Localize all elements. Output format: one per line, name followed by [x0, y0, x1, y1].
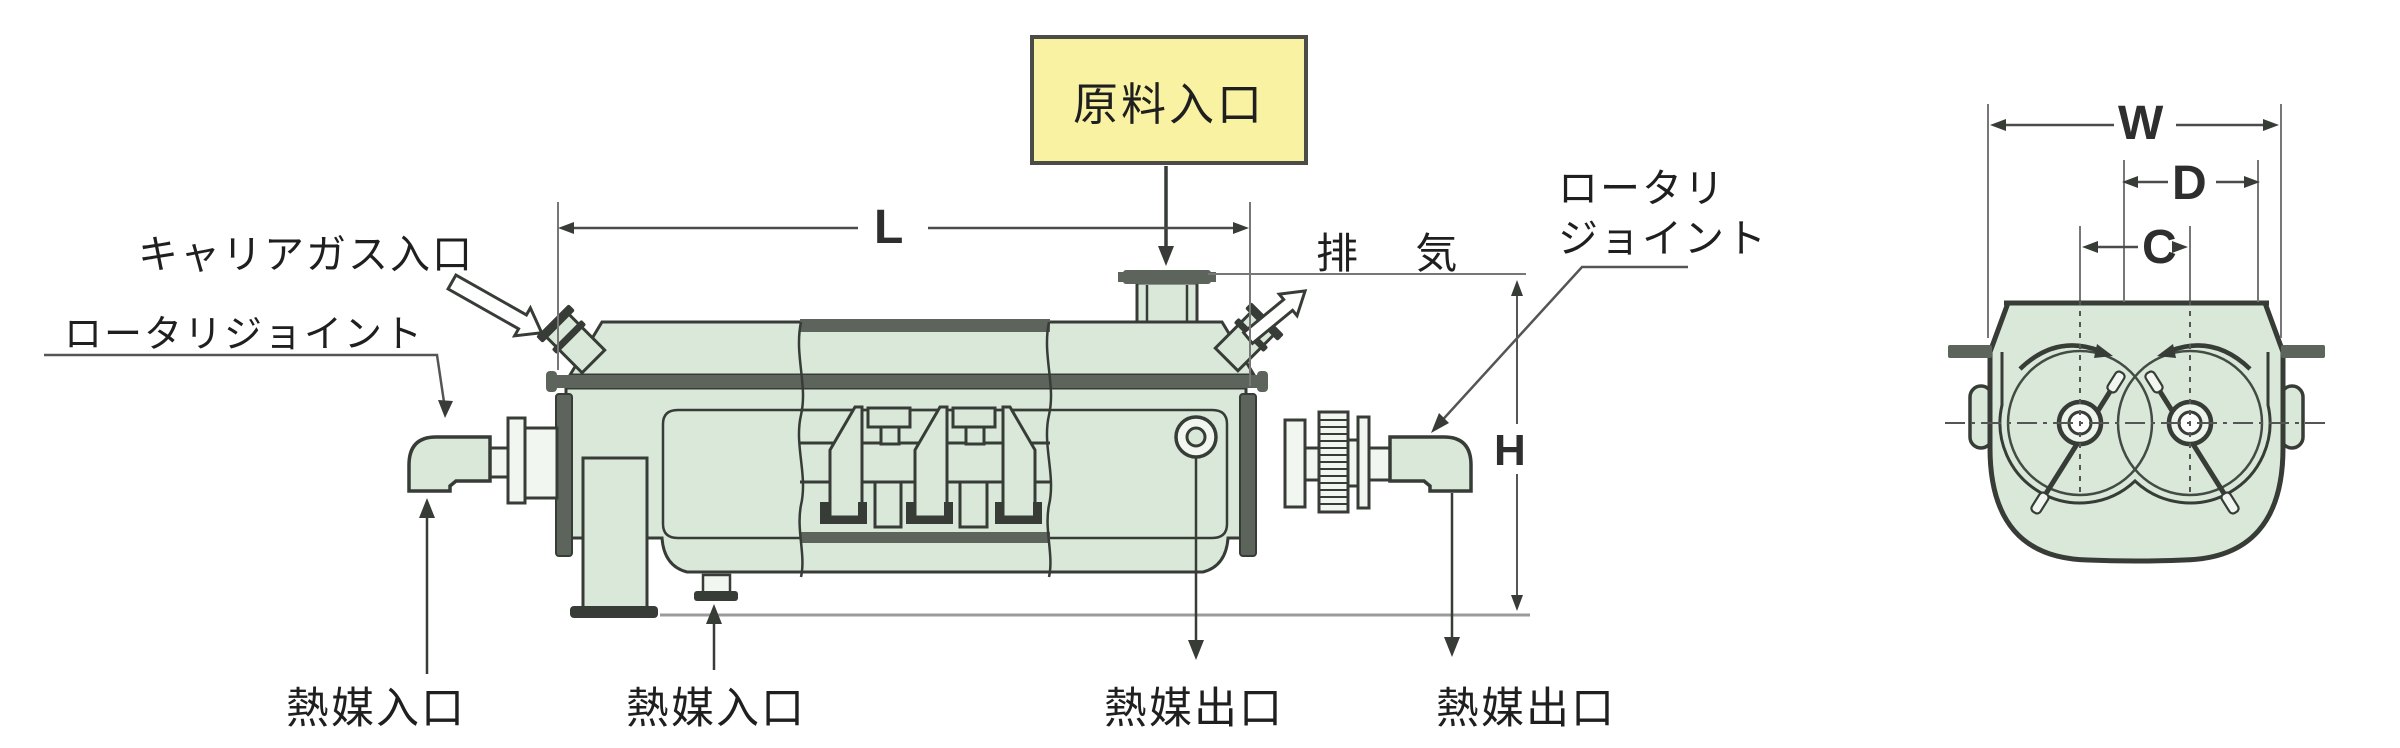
dimension-label-L: L: [874, 201, 904, 254]
rotary-joint-left-label: ロータリジョイント: [64, 312, 425, 356]
feed-nozzle: [1118, 270, 1216, 327]
left-shaft-assembly: [407, 416, 559, 505]
paddle-blade: [828, 405, 864, 519]
bottom-nozzle: [694, 573, 738, 601]
dimension-D: [2122, 160, 2260, 302]
right-end-wall: [1239, 393, 1257, 557]
w-trough: [1998, 352, 2272, 505]
carrier-gas-inlet-label: キャリアガス入口: [138, 232, 474, 278]
right-shaft-assembly: [1283, 410, 1473, 514]
heat-outlet-arrow-1: [1188, 456, 1204, 660]
dimension-C: [2079, 226, 2191, 300]
dimension-L: [557, 202, 1251, 386]
feed-arrow: [1158, 166, 1174, 266]
heat-medium-outlet-label-1: 熱媒出口: [1104, 684, 1284, 734]
paddle-base: [906, 502, 953, 524]
rotary-left-leader: [44, 353, 453, 418]
heat-medium-outlet-label-2: 熱媒出口: [1436, 684, 1616, 734]
rotary-right-leader: [1431, 265, 1688, 433]
rotary-joint-right-line2: ジョイント: [1558, 216, 1768, 262]
heat-inlet-arrow-1: [419, 498, 435, 674]
sight-glass: [1174, 415, 1218, 459]
dimension-label-W: W: [2118, 97, 2164, 150]
rotation-arrow-right: [2157, 343, 2252, 371]
rotary-joint-elbow-right: [1388, 435, 1473, 493]
rotary-joint-right-label: ロータリ ジョイント: [1558, 164, 1768, 264]
flange-stub-left: [1948, 345, 1992, 358]
paddle-base: [995, 502, 1042, 524]
side-view: [44, 166, 1688, 674]
feed-inlet-label: 原料入口: [1072, 77, 1265, 131]
feed-inlet-box: 原料入口: [1030, 35, 1308, 165]
carrier-gas-nozzle: [536, 304, 607, 375]
dimension-W: [1987, 104, 2282, 338]
cross-section-view: [1945, 104, 2330, 564]
carrier-gas-flow-arrow-icon: [446, 272, 544, 338]
paddle-base: [820, 502, 867, 524]
dimension-label-C: C: [2142, 221, 2177, 274]
rotary-joint-right-line1: ロータリ: [1558, 166, 1726, 212]
paddle-blade: [1001, 405, 1037, 519]
break-line-right: [1045, 321, 1053, 578]
exhaust-flow-arrow-icon: [1241, 289, 1308, 346]
rotation-arrow-left: [2018, 343, 2113, 371]
dimension-label-H: H: [1494, 426, 1526, 475]
heat-outlet-arrow-2: [1444, 493, 1460, 657]
vessel-body: [564, 386, 1248, 574]
heat-medium-inlet-label-1: 熱媒入口: [286, 684, 466, 734]
dimension-H: [1208, 273, 1526, 611]
cutaway-internals: [800, 405, 1050, 543]
dimension-label-D: D: [2172, 157, 2207, 210]
rotary-joint-elbow-left: [407, 435, 492, 493]
flange-stub-right: [2281, 345, 2325, 358]
heat-inlet-arrow-2: [706, 604, 722, 670]
exhaust-label: 排 気: [1316, 229, 1480, 278]
break-line-left: [797, 321, 805, 578]
cutaway-top-band: [800, 319, 1050, 332]
heat-medium-inlet-label-2: 熱媒入口: [626, 684, 806, 734]
top-flange-band: [546, 371, 1268, 392]
support-leg: [570, 456, 658, 618]
